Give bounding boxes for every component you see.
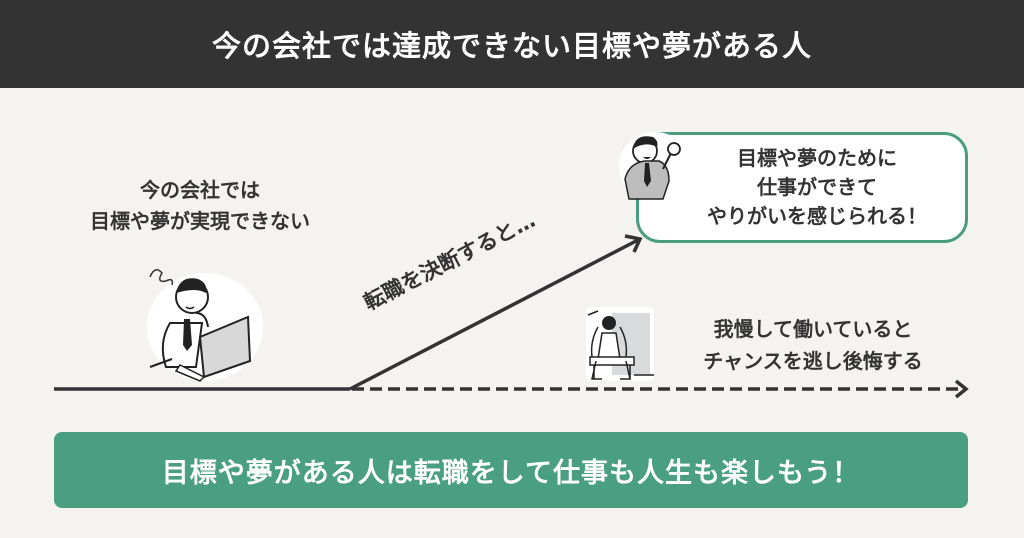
stay-outcome-label: 我慢して働いていると チャンスを逃し後悔する (668, 313, 958, 377)
success-line-2: 仕事ができて (757, 175, 877, 199)
stay-line-1: 我慢して働いていると (713, 317, 913, 341)
dashed-arrowhead-icon (954, 379, 969, 399)
diagonal-arrowhead-icon (624, 234, 643, 253)
cheering-businessman-icon (619, 132, 691, 202)
success-line-3: やりがいを感じられる！ (707, 204, 927, 228)
conclusion-text: 目標や夢がある人は転職をして仕事も人生も楽しもう！ (161, 457, 861, 489)
worried-man-laptop-icon (147, 269, 263, 382)
header-bar: 今の会社では達成できない目標や夢がある人 (0, 0, 1024, 88)
conclusion-banner: 目標や夢がある人は転職をして仕事も人生も楽しもう！ (54, 432, 968, 508)
current-state-label: 今の会社では 目標や夢が実現できない (50, 175, 350, 237)
diagonal-arrow-line (349, 238, 639, 391)
success-line-1: 目標や夢のために (737, 146, 897, 170)
success-speech-bubble: 目標や夢のために 仕事ができて やりがいを感じられる！ (636, 132, 968, 243)
stay-line-2: チャンスを逃し後悔する (703, 349, 923, 373)
page-title: 今の会社では達成できない目標や夢がある人 (211, 29, 812, 63)
current-state-line-1: 今の会社では (140, 178, 260, 202)
despairing-man-bench-icon (586, 307, 654, 381)
current-state-line-2: 目標や夢が実現できない (90, 209, 310, 233)
